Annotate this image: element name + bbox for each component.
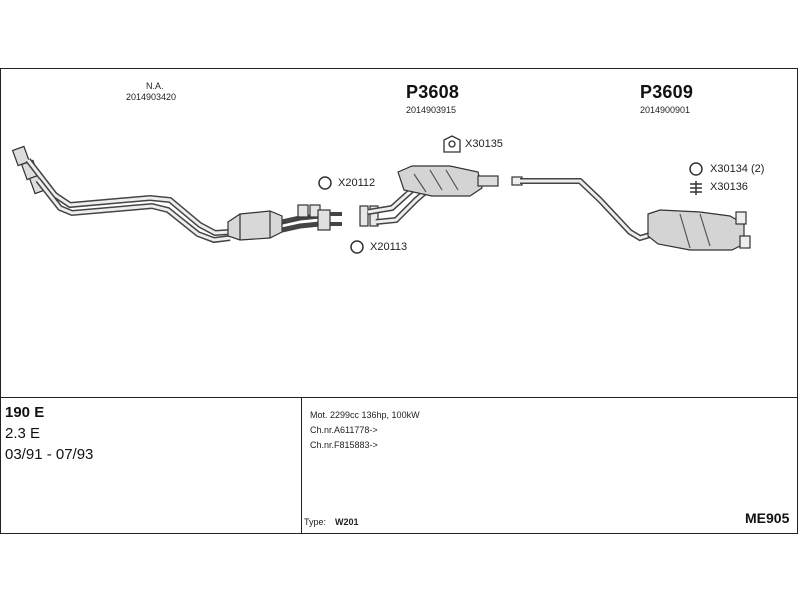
exhaust-diagram — [11, 135, 751, 254]
vehicle-model: 190 E — [5, 404, 45, 421]
type-value: W201 — [335, 517, 359, 527]
fitting-x30136: X30136 — [710, 181, 748, 193]
info-divider — [0, 397, 798, 398]
diagram-frame — [0, 68, 798, 534]
hanger-icon — [690, 181, 702, 195]
vehicle-engine: 2.3 E — [5, 425, 41, 442]
part-p3608-name: P3608 — [406, 82, 460, 102]
part-p3609-name: P3609 — [640, 82, 694, 102]
ring-icon — [350, 240, 364, 254]
part-na-number: 2014903420 — [126, 92, 177, 102]
ring-icon — [318, 176, 332, 190]
type-label: Type: — [304, 517, 327, 527]
fitting-x20112: X20112 — [338, 177, 376, 189]
part-na-name: N.A. — [146, 81, 164, 91]
info-column-divider — [301, 397, 302, 534]
catalog-code: ME905 — [745, 510, 790, 526]
part-p3608-number: 2014903915 — [406, 105, 457, 115]
middle-silencer — [359, 165, 523, 227]
fitting-x30134: X30134 (2) — [710, 163, 765, 175]
part-p3609-number: 2014900901 — [640, 105, 691, 115]
clamp-icon — [443, 135, 461, 153]
fitting-x30135: X30135 — [465, 138, 503, 150]
front-pipe — [11, 145, 231, 244]
vehicle-years: 03/91 - 07/93 — [5, 446, 94, 463]
spec-chassis-1: Ch.nr.A611778-> — [310, 425, 378, 435]
spec-motor: Mot. 2299cc 136hp, 100kW — [310, 410, 420, 420]
spec-chassis-2: Ch.nr.F815883-> — [310, 440, 378, 450]
rear-silencer — [520, 178, 751, 251]
catalytic-converter — [227, 204, 342, 241]
fitting-x20113: X20113 — [370, 241, 408, 253]
ring-icon — [689, 162, 703, 176]
